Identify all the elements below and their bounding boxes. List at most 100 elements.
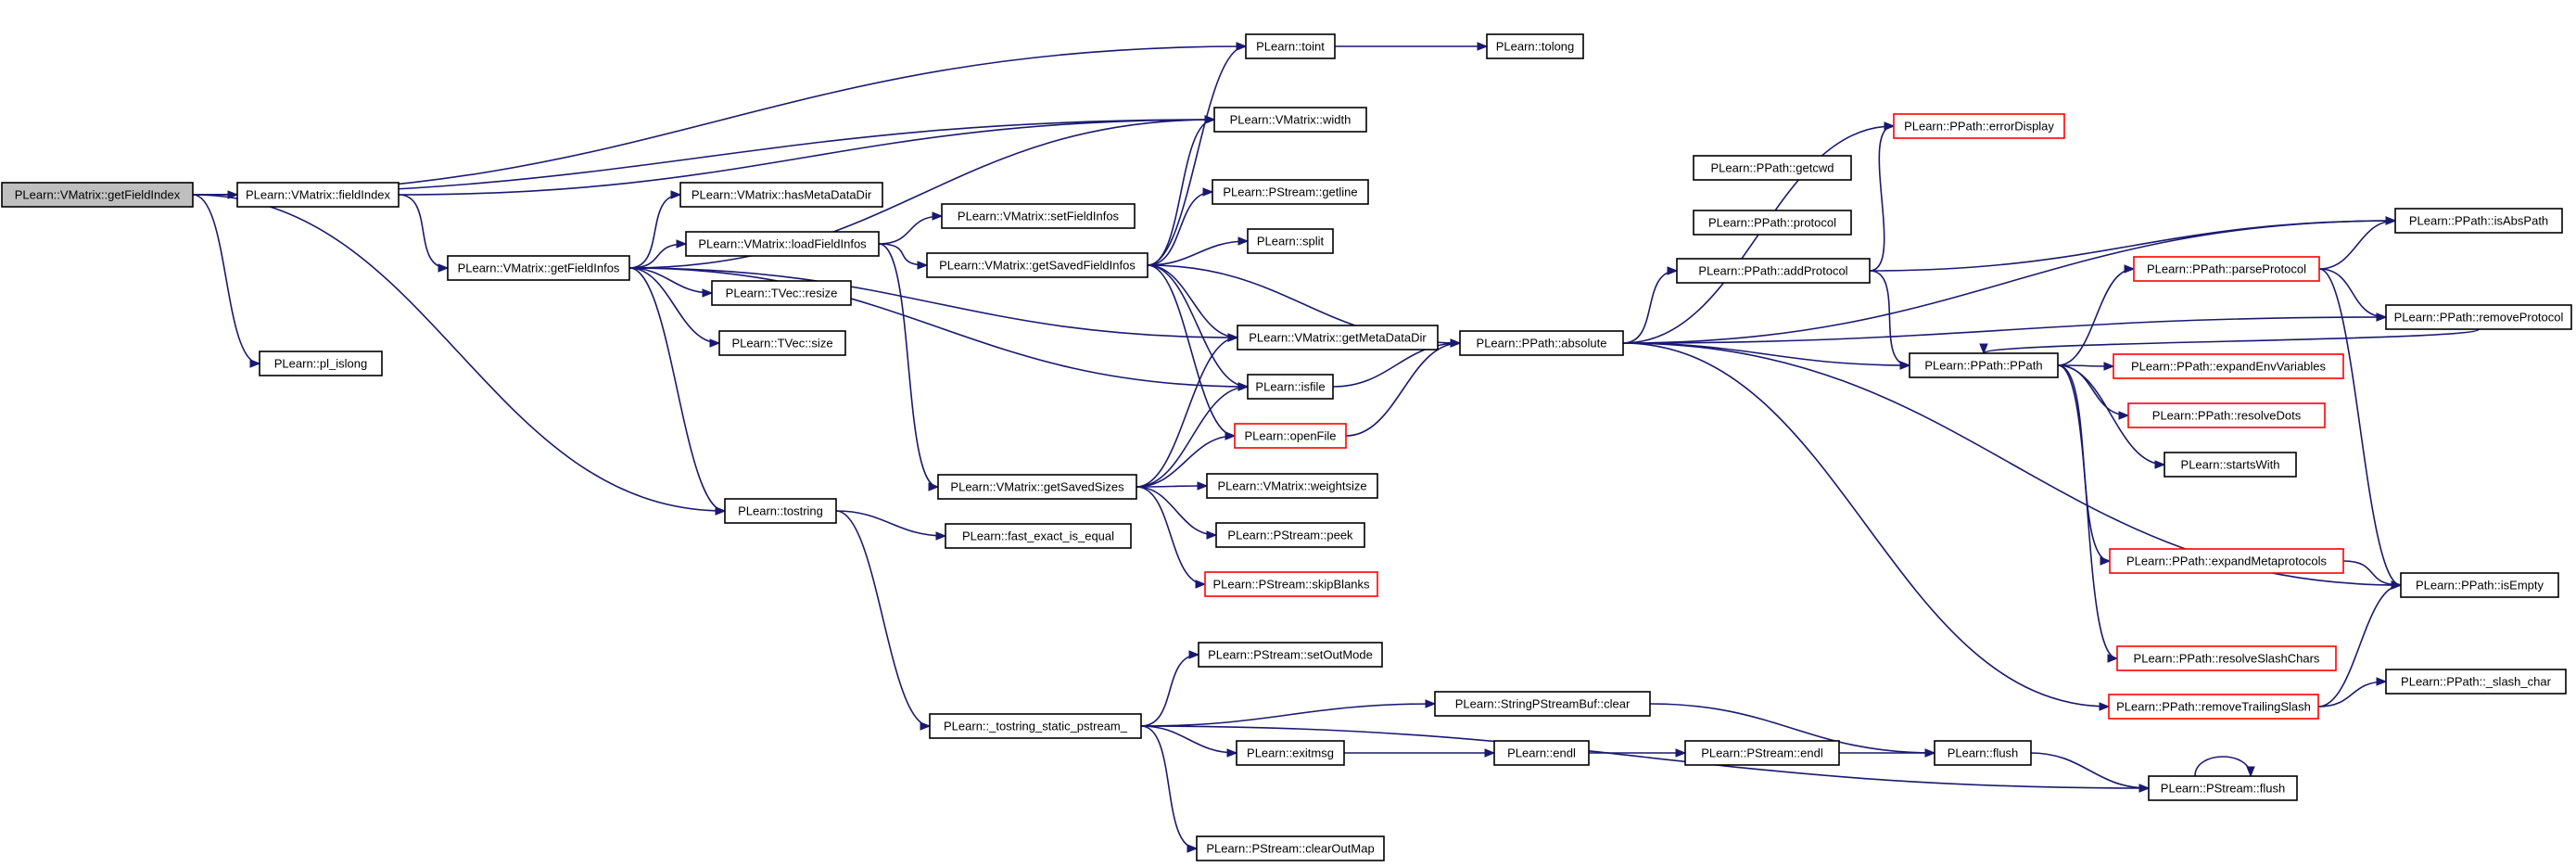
- node-openFile[interactable]: PLearn::openFile: [1234, 423, 1347, 449]
- node-expandEnvVariables[interactable]: PLearn::PPath::expandEnvVariables: [2113, 353, 2344, 379]
- node-box[interactable]: [2148, 775, 2298, 801]
- node-exitmsg[interactable]: PLearn::exitmsg: [1236, 740, 1345, 766]
- node-box[interactable]: [1909, 352, 2059, 378]
- node-getSavedSizes[interactable]: PLearn::VMatrix::getSavedSizes: [937, 474, 1137, 500]
- node-box[interactable]: [929, 713, 1142, 739]
- node-pstream_flush[interactable]: PLearn::PStream::flush: [2148, 775, 2298, 801]
- node-endl[interactable]: PLearn::endl: [1493, 740, 1590, 766]
- node-resize[interactable]: PLearn::TVec::resize: [711, 280, 852, 306]
- node-box[interactable]: [2116, 645, 2337, 671]
- node-box[interactable]: [2400, 572, 2559, 598]
- node-isfile[interactable]: PLearn::isfile: [1247, 374, 1334, 400]
- node-box[interactable]: [1693, 210, 1852, 236]
- node-sbclear[interactable]: PLearn::StringPStreamBuf::clear: [1434, 691, 1651, 717]
- node-parseProtocol[interactable]: PLearn::PPath::parseProtocol: [2133, 256, 2320, 282]
- node-box[interactable]: [1, 182, 194, 208]
- node-box[interactable]: [2385, 669, 2567, 695]
- node-pl_islong[interactable]: PLearn::pl_islong: [259, 351, 383, 376]
- node-resolveSlashChars[interactable]: PLearn::PPath::resolveSlashChars: [2116, 645, 2337, 671]
- node-isEmpty[interactable]: PLearn::PPath::isEmpty: [2400, 572, 2559, 598]
- node-box[interactable]: [926, 252, 1148, 278]
- node-loadFieldInfos[interactable]: PLearn::VMatrix::loadFieldInfos: [685, 231, 880, 257]
- node-box[interactable]: [2113, 353, 2344, 379]
- node-getline[interactable]: PLearn::PStream::getline: [1212, 179, 1369, 205]
- node-box[interactable]: [711, 280, 852, 306]
- node-box[interactable]: [1247, 228, 1334, 254]
- node-PPath[interactable]: PLearn::PPath::PPath: [1909, 352, 2059, 378]
- node-box[interactable]: [2109, 548, 2344, 574]
- node-box[interactable]: [1196, 835, 1385, 861]
- node-clearOutMap[interactable]: PLearn::PStream::clearOutMap: [1196, 835, 1385, 861]
- node-split[interactable]: PLearn::split: [1247, 228, 1334, 254]
- node-peek[interactable]: PLearn::PStream::peek: [1215, 522, 1365, 548]
- node-protocol[interactable]: PLearn::PPath::protocol: [1693, 210, 1852, 236]
- node-box[interactable]: [679, 182, 883, 208]
- node-errorDisplay[interactable]: PLearn::PPath::errorDisplay: [1893, 113, 2065, 139]
- node-isAbsPath[interactable]: PLearn::PPath::isAbsPath: [2394, 208, 2563, 234]
- node-fieldIndex[interactable]: PLearn::VMatrix::fieldIndex: [236, 182, 400, 208]
- node-getFieldIndex[interactable]: PLearn::VMatrix::getFieldIndex: [1, 182, 194, 208]
- node-box[interactable]: [1676, 258, 1871, 284]
- node-box[interactable]: [724, 498, 837, 524]
- node-weightsize[interactable]: PLearn::VMatrix::weightsize: [1206, 473, 1378, 499]
- node-addProtocol[interactable]: PLearn::PPath::addProtocol: [1676, 258, 1871, 284]
- node-box[interactable]: [2385, 304, 2572, 330]
- node-box[interactable]: [1212, 179, 1369, 205]
- node-box[interactable]: [1245, 33, 1336, 59]
- node-box[interactable]: [1934, 740, 2032, 766]
- node-box[interactable]: [1204, 571, 1378, 597]
- node-box[interactable]: [1213, 107, 1367, 133]
- node-getSavedFieldInfos[interactable]: PLearn::VMatrix::getSavedFieldInfos: [926, 252, 1148, 278]
- node-hasMetaDataDir[interactable]: PLearn::VMatrix::hasMetaDataDir: [679, 182, 883, 208]
- node-box[interactable]: [685, 231, 880, 257]
- node-slash_char[interactable]: PLearn::PPath::_slash_char: [2385, 669, 2567, 695]
- node-box[interactable]: [1493, 740, 1590, 766]
- node-getMetaDataDir[interactable]: PLearn::VMatrix::getMetaDataDir: [1237, 325, 1439, 351]
- node-box[interactable]: [1206, 473, 1378, 499]
- node-tostring_static[interactable]: PLearn::_tostring_static_pstream_: [929, 713, 1142, 739]
- node-removeProtocol[interactable]: PLearn::PPath::removeProtocol: [2385, 304, 2572, 330]
- node-box[interactable]: [1684, 740, 1840, 766]
- node-box[interactable]: [1693, 155, 1852, 181]
- node-box[interactable]: [1237, 325, 1439, 351]
- node-absolute[interactable]: PLearn::PPath::absolute: [1459, 330, 1624, 356]
- node-box[interactable]: [937, 474, 1137, 500]
- node-setFieldInfos[interactable]: PLearn::VMatrix::setFieldInfos: [941, 203, 1136, 229]
- node-pstream_endl[interactable]: PLearn::PStream::endl: [1684, 740, 1840, 766]
- node-box[interactable]: [2108, 694, 2319, 720]
- node-box[interactable]: [2133, 256, 2320, 282]
- node-box[interactable]: [945, 523, 1132, 549]
- node-box[interactable]: [1486, 33, 1584, 59]
- node-flush[interactable]: PLearn::flush: [1934, 740, 2032, 766]
- node-getFieldInfos[interactable]: PLearn::VMatrix::getFieldInfos: [447, 255, 630, 281]
- node-removeTrailingSlash[interactable]: PLearn::PPath::removeTrailingSlash: [2108, 694, 2319, 720]
- node-resolveDots[interactable]: PLearn::PPath::resolveDots: [2127, 402, 2326, 428]
- node-expandMetaprotocols[interactable]: PLearn::PPath::expandMetaprotocols: [2109, 548, 2344, 574]
- node-width[interactable]: PLearn::VMatrix::width: [1213, 107, 1367, 133]
- node-box[interactable]: [1198, 642, 1383, 668]
- node-box[interactable]: [259, 351, 383, 376]
- node-box[interactable]: [1459, 330, 1624, 356]
- node-box[interactable]: [941, 203, 1136, 229]
- node-box[interactable]: [1434, 691, 1651, 717]
- node-startsWith[interactable]: PLearn::startsWith: [2164, 452, 2297, 478]
- node-skipBlanks[interactable]: PLearn::PStream::skipBlanks: [1204, 571, 1378, 597]
- node-tolong[interactable]: PLearn::tolong: [1486, 33, 1584, 59]
- node-box[interactable]: [1234, 423, 1347, 449]
- node-getcwd[interactable]: PLearn::PPath::getcwd: [1693, 155, 1852, 181]
- node-tostring[interactable]: PLearn::tostring: [724, 498, 837, 524]
- node-box[interactable]: [2164, 452, 2297, 478]
- node-box[interactable]: [2394, 208, 2563, 234]
- node-box[interactable]: [2127, 402, 2326, 428]
- node-box[interactable]: [1893, 113, 2065, 139]
- node-box[interactable]: [718, 330, 846, 356]
- node-fast_exact_is_equal[interactable]: PLearn::fast_exact_is_equal: [945, 523, 1132, 549]
- node-box[interactable]: [1247, 374, 1334, 400]
- node-setOutMode[interactable]: PLearn::PStream::setOutMode: [1198, 642, 1383, 668]
- node-size[interactable]: PLearn::TVec::size: [718, 330, 846, 356]
- node-toint[interactable]: PLearn::toint: [1245, 33, 1336, 59]
- node-box[interactable]: [236, 182, 400, 208]
- node-box[interactable]: [1236, 740, 1345, 766]
- node-box[interactable]: [447, 255, 630, 281]
- node-box[interactable]: [1215, 522, 1365, 548]
